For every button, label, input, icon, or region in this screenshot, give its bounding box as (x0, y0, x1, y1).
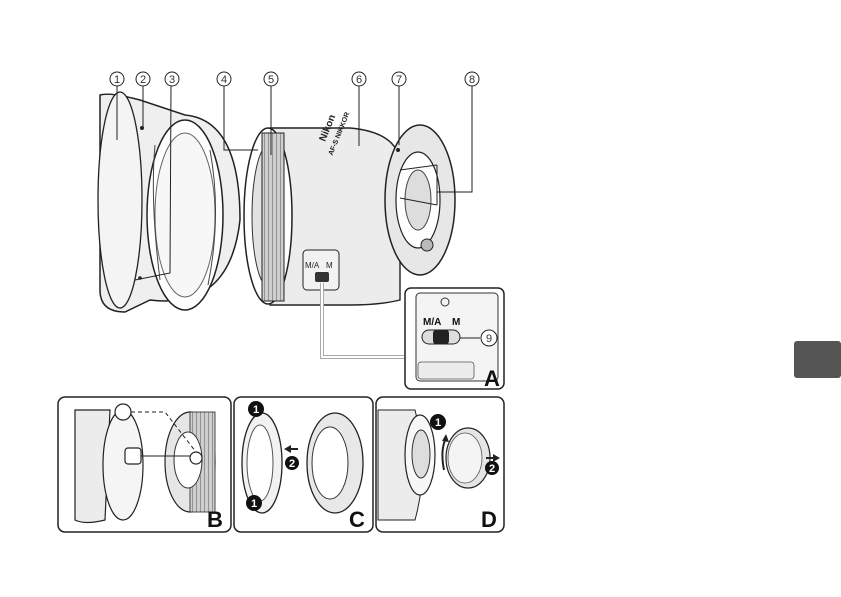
lens-switch-label-ma: M/A (305, 261, 320, 270)
callout-6: 6 (352, 72, 366, 86)
focus-mode-switch[interactable] (433, 330, 449, 344)
callout-4: 4 (217, 72, 231, 86)
panel-letter-b: B (207, 507, 223, 532)
callout-markers: 1 2 3 4 5 6 7 8 (110, 72, 479, 86)
svg-text:6: 6 (356, 74, 362, 86)
panel-letter-d: D (481, 507, 497, 532)
svg-text:1: 1 (114, 74, 120, 86)
focus-switch-label-ma: M/A (423, 317, 441, 328)
svg-text:3: 3 (169, 74, 175, 86)
callout-9: 9 (486, 333, 492, 345)
callout-3: 3 (165, 72, 179, 86)
callout-8: 8 (465, 72, 479, 86)
panel-d: 1 2 D (376, 397, 504, 532)
section-tab-marker (794, 341, 841, 378)
step-1-bottom: 1 (246, 495, 262, 511)
svg-text:1: 1 (435, 417, 441, 429)
svg-text:8: 8 (469, 74, 475, 86)
svg-text:2: 2 (489, 463, 495, 475)
step-2-rear: 2 (485, 461, 499, 475)
callout-2: 2 (136, 72, 150, 86)
svg-text:2: 2 (289, 458, 295, 470)
panel-b: B (58, 397, 231, 532)
lens-hood (98, 92, 240, 312)
svg-text:7: 7 (396, 74, 402, 86)
callout-7: 7 (392, 72, 406, 86)
step-1-rear: 1 (430, 414, 446, 430)
svg-text:5: 5 (268, 74, 274, 86)
focus-switch-label-m: M (452, 317, 460, 328)
panel-letter-c: C (349, 507, 365, 532)
panel-letter-a: A (484, 366, 500, 391)
svg-text:1: 1 (251, 498, 257, 510)
callout-1: 1 (110, 72, 124, 86)
lens-switch-label-m: M (326, 261, 333, 270)
svg-text:4: 4 (221, 74, 227, 86)
lens-body: M/A M Nikon AF-S NIKKOR (244, 106, 455, 305)
panel-c: 1 1 2 C (234, 397, 373, 532)
svg-text:1: 1 (253, 404, 259, 416)
svg-text:2: 2 (140, 74, 146, 86)
step-2: 2 (285, 456, 299, 470)
step-1-top: 1 (248, 401, 264, 417)
callout-5: 5 (264, 72, 278, 86)
